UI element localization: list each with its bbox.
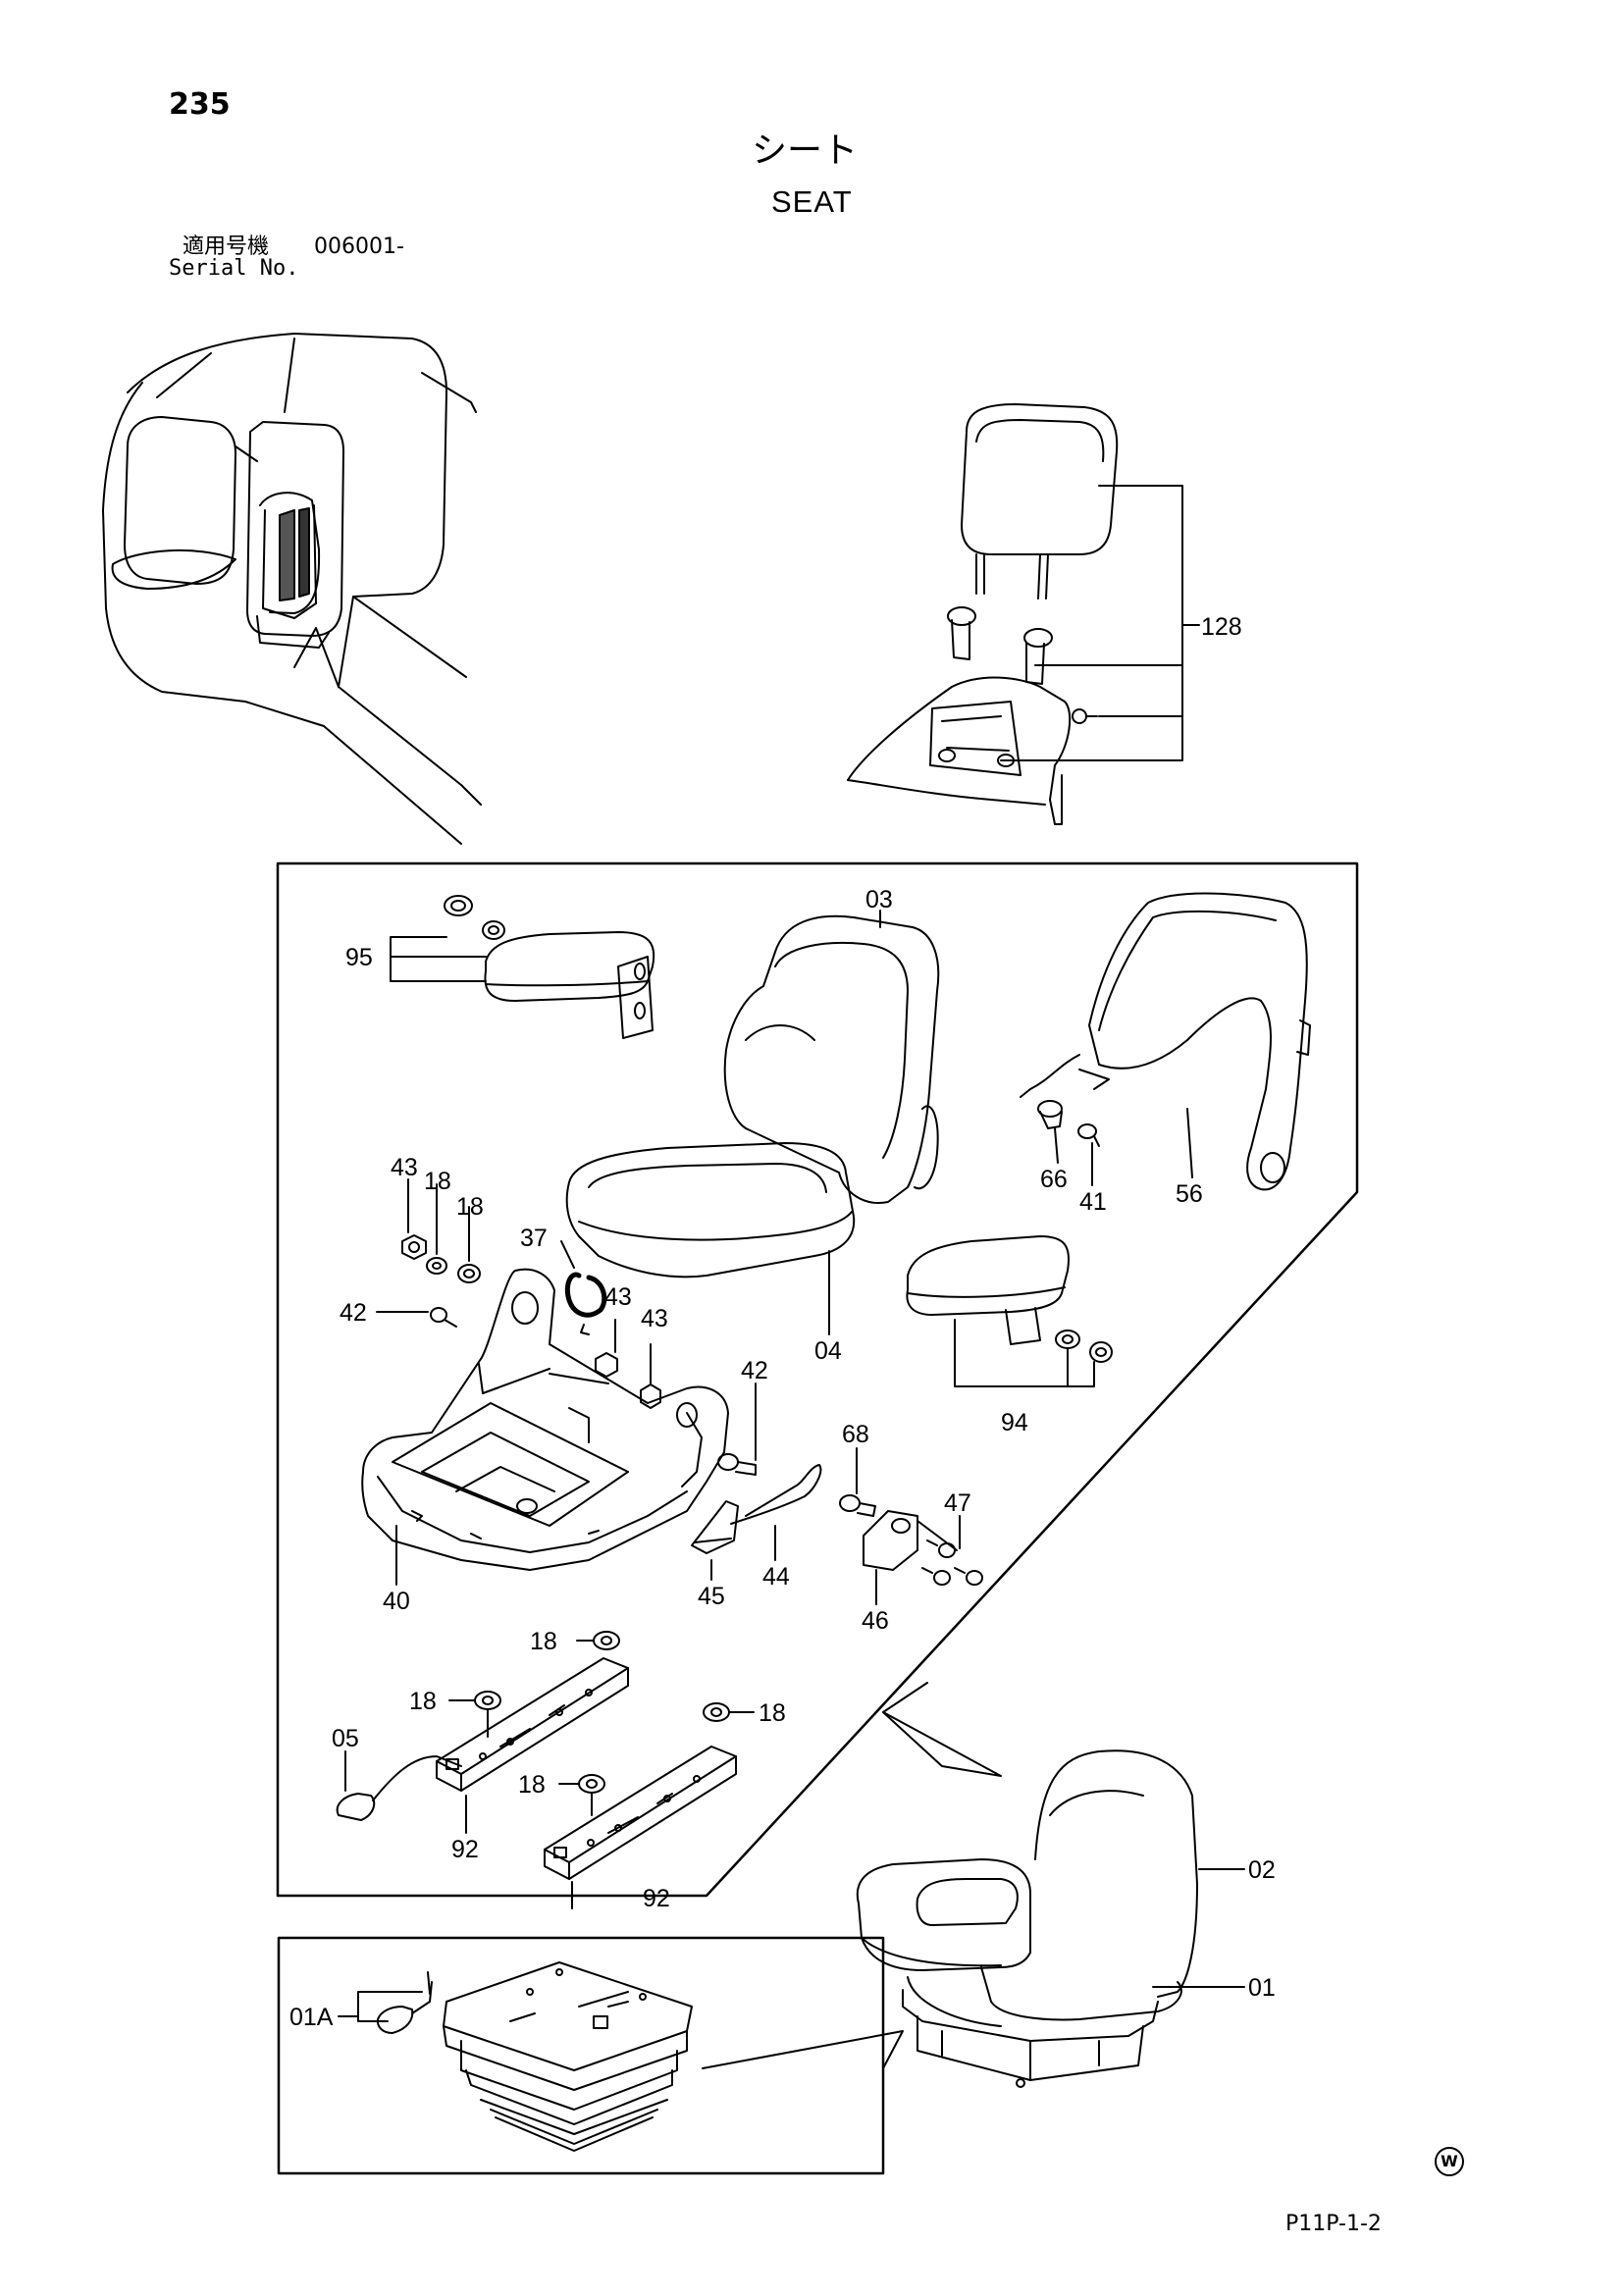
serial-label-english: Serial No.	[169, 256, 299, 281]
headrest-assembly	[847, 403, 1119, 825]
callout-56: 56	[1176, 1180, 1203, 1208]
seat-cushion	[565, 1142, 856, 1278]
callout-03: 03	[865, 886, 893, 913]
callout-41: 41	[1079, 1188, 1107, 1216]
callout-01A: 01A	[289, 2004, 334, 2031]
bolt-42	[717, 1453, 757, 1476]
slide-rail-2	[544, 1746, 737, 1880]
assembled-seat	[856, 1749, 1198, 2088]
collar-66	[1037, 1100, 1063, 1129]
washers-18	[474, 1631, 730, 1794]
knob-45	[691, 1500, 739, 1554]
bolts-47	[921, 1539, 983, 1586]
callout-94: 94	[1001, 1409, 1028, 1436]
callout-45: 45	[698, 1583, 725, 1610]
backrest-cushion	[723, 914, 940, 1204]
suspension-view-frame	[277, 1936, 885, 2175]
callout-18-a: 18	[424, 1168, 451, 1195]
callout-42-right: 42	[741, 1357, 768, 1384]
seat-frame	[361, 1268, 729, 1571]
exploded-view-frame	[276, 861, 1359, 1898]
callout-128: 128	[1201, 613, 1242, 641]
callout-42-left: 42	[340, 1299, 367, 1327]
callout-66: 66	[1040, 1166, 1068, 1193]
lever-05	[336, 1755, 462, 1821]
callout-18-f: 18	[518, 1771, 546, 1799]
serial-number-value: 006001-	[314, 235, 404, 259]
suspension-unit	[376, 1961, 693, 2152]
callout-37: 37	[520, 1225, 548, 1252]
callout-47: 47	[944, 1489, 971, 1517]
reference-code: P11P-1-2	[1285, 2212, 1382, 2236]
callout-lines-43-18-18	[407, 1178, 470, 1262]
callout-05: 05	[332, 1725, 359, 1752]
callout-lines-128	[1000, 485, 1200, 761]
callout-68: 68	[842, 1421, 869, 1448]
callout-lines-02-01	[1152, 1868, 1245, 1988]
callout-44: 44	[762, 1563, 790, 1591]
callout-43-center: 43	[604, 1283, 632, 1311]
callout-labels: 128 95 03 43 18 18 37 42 43 43 04 66 41 …	[289, 613, 1276, 2031]
bolt-41	[1077, 1123, 1100, 1147]
page-title-japanese: シート	[752, 130, 859, 171]
callout-lines-18	[448, 1640, 755, 1816]
armrest-left	[444, 895, 655, 1039]
callout-lines-43	[614, 1319, 652, 1384]
slide-rail-1	[436, 1657, 629, 1792]
callout-18-c: 18	[530, 1628, 557, 1655]
callout-43-upper-left: 43	[391, 1154, 418, 1181]
callout-18-e: 18	[759, 1699, 786, 1727]
suspension-pointer	[702, 2030, 904, 2069]
fasteners-left	[401, 1234, 481, 1328]
callout-line-66	[1054, 1127, 1059, 1164]
w-mark-symbol: W	[1435, 2147, 1464, 2176]
callout-43-right: 43	[641, 1305, 668, 1332]
callout-line-56	[1186, 1108, 1193, 1178]
spring-37	[564, 1272, 607, 1335]
callout-lines-01A	[338, 1991, 423, 2022]
page-number: 235	[169, 87, 231, 122]
cab-locator-illustration	[102, 333, 482, 845]
callout-92-a: 92	[451, 1836, 479, 1863]
bracket-46	[863, 1510, 958, 1571]
page-title-english: SEAT	[771, 184, 853, 219]
serial-label-japanese: 適用号機	[183, 235, 270, 259]
callout-18-d: 18	[409, 1688, 437, 1715]
armrest-right	[906, 1235, 1113, 1363]
bolt-68	[839, 1494, 876, 1517]
callout-40: 40	[383, 1588, 410, 1615]
callout-04: 04	[814, 1337, 842, 1365]
lever-44	[730, 1464, 822, 1525]
callout-18-b: 18	[456, 1193, 484, 1221]
back-cover	[1020, 892, 1311, 1191]
detail-pointer	[882, 1682, 1002, 1777]
callout-line-37	[560, 1240, 575, 1269]
callout-92-b: 92	[643, 1885, 670, 1912]
callout-01: 01	[1248, 1974, 1276, 2002]
callout-lines-95	[390, 936, 487, 982]
callout-95: 95	[345, 944, 373, 971]
callout-lines-92	[465, 1795, 573, 1909]
callout-lines-94	[954, 1319, 1095, 1387]
nut-43b	[640, 1383, 661, 1409]
nut-43	[595, 1352, 618, 1378]
callout-46: 46	[862, 1607, 889, 1635]
callout-02: 02	[1248, 1856, 1276, 1884]
